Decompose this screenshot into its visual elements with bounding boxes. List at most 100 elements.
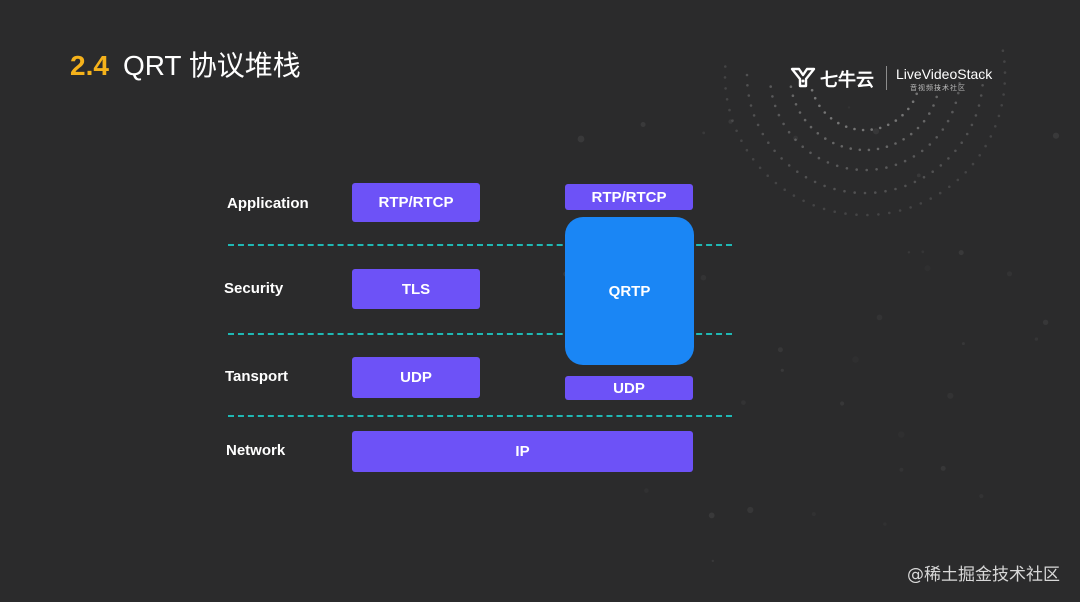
rtp-rtcp-box-right: RTP/RTCP	[565, 184, 693, 210]
decorative-dot	[989, 135, 993, 138]
decorative-dot	[876, 147, 880, 151]
decorative-dot	[780, 368, 784, 372]
decorative-dot	[780, 157, 783, 160]
decorative-dot	[911, 100, 915, 103]
page-title: 2.4 QRT 协议堆栈	[70, 44, 301, 84]
decorative-dot	[974, 114, 978, 117]
decorative-dot	[874, 191, 877, 194]
decorative-dot	[902, 138, 905, 141]
decorative-dot	[810, 88, 814, 92]
ip-box: IP	[352, 431, 693, 472]
livevideostack-subtitle: 音视频技术社区	[910, 84, 966, 92]
decorative-dot	[907, 107, 910, 111]
decorative-dot	[773, 149, 776, 153]
decorative-dot	[971, 162, 975, 166]
decorative-dot	[751, 158, 755, 161]
decorative-dot	[932, 104, 935, 107]
watermark: @稀土掘金技术社区	[907, 565, 1060, 585]
decorative-dot	[916, 173, 921, 178]
decorative-dot	[898, 431, 905, 438]
decorative-dot	[833, 187, 836, 191]
decorative-dot	[875, 168, 878, 171]
decorative-dot	[939, 164, 943, 167]
qrtp-box: QRTP	[565, 217, 694, 365]
decorative-dot	[931, 170, 934, 173]
decorative-dot	[794, 103, 798, 106]
decorative-dot	[912, 155, 916, 158]
decorative-dot	[809, 151, 812, 155]
qiniu-logo-icon	[790, 67, 816, 88]
decorative-dot	[767, 141, 770, 144]
decorative-dot	[954, 149, 957, 153]
decorative-dot	[812, 204, 815, 207]
title-text: QRT 协议堆栈	[122, 50, 301, 81]
decorative-dot	[951, 110, 954, 114]
decorative-dot	[870, 128, 873, 131]
decorative-dot	[844, 212, 847, 215]
decorative-dot	[928, 143, 932, 146]
decorative-dot	[813, 180, 817, 184]
decorative-dot	[958, 82, 961, 85]
layer-divider-dashed	[228, 415, 732, 417]
decorative-dot	[702, 131, 706, 135]
decorative-dot	[728, 119, 733, 124]
decorative-dot	[878, 126, 882, 130]
decorative-dot	[816, 132, 820, 135]
decorative-dot	[826, 161, 830, 164]
decorative-dot	[801, 145, 804, 148]
section-number: 2.4	[70, 50, 109, 81]
decorative-dot	[740, 139, 743, 142]
decorative-dot	[829, 117, 833, 120]
decorative-dot	[920, 149, 924, 153]
decorative-dot	[957, 91, 960, 95]
decorative-dot	[899, 467, 904, 472]
decorative-dot	[928, 112, 931, 115]
decorative-dot	[823, 111, 827, 114]
decorative-dot	[1034, 337, 1039, 341]
decorative-dot	[1003, 71, 1007, 74]
decorative-dot	[883, 522, 886, 525]
decorative-dot	[1001, 49, 1005, 52]
decorative-dot	[898, 209, 902, 212]
decorative-dot	[644, 488, 649, 493]
decorative-dot	[789, 85, 793, 88]
qiniu-logo-text: 七牛云	[820, 70, 874, 91]
decorative-dot	[901, 113, 904, 117]
decorative-dot	[731, 119, 734, 122]
decorative-dot	[954, 101, 958, 105]
decorative-dot	[766, 174, 769, 177]
decorative-dot	[865, 168, 868, 172]
decorative-dot	[832, 141, 835, 145]
decorative-dot	[997, 114, 1001, 118]
decorative-dot	[935, 95, 938, 99]
decorative-dot	[981, 73, 985, 77]
decorative-dot	[958, 250, 964, 256]
decorative-dot	[948, 185, 951, 189]
decorative-dot	[904, 184, 907, 188]
decorative-dot	[818, 104, 821, 108]
decorative-dot	[1042, 319, 1049, 325]
decorative-dot	[752, 114, 756, 117]
decorative-dot	[640, 122, 646, 127]
decorative-dot	[803, 118, 807, 122]
decorative-dot	[769, 85, 772, 88]
decorative-dot	[771, 95, 774, 98]
decorative-dot	[724, 87, 727, 90]
decorative-dot	[964, 171, 967, 174]
decorative-dot	[907, 251, 911, 254]
decorative-dot	[749, 104, 753, 107]
decorative-dot	[777, 347, 783, 353]
decorative-dot	[723, 76, 727, 79]
rtp-rtcp-box-left: RTP/RTCP	[352, 183, 480, 222]
decorative-dot	[888, 211, 891, 215]
decorative-dot	[913, 180, 917, 184]
layer-divider-dashed	[228, 333, 732, 335]
decorative-dot	[977, 104, 981, 107]
decorative-dot	[791, 94, 795, 97]
decorative-dot	[1002, 93, 1005, 96]
decorative-dot	[853, 127, 856, 131]
decorative-dot	[937, 86, 941, 90]
decorative-dot	[813, 96, 817, 100]
decorative-dot	[725, 98, 729, 101]
decorative-dot	[894, 119, 898, 122]
